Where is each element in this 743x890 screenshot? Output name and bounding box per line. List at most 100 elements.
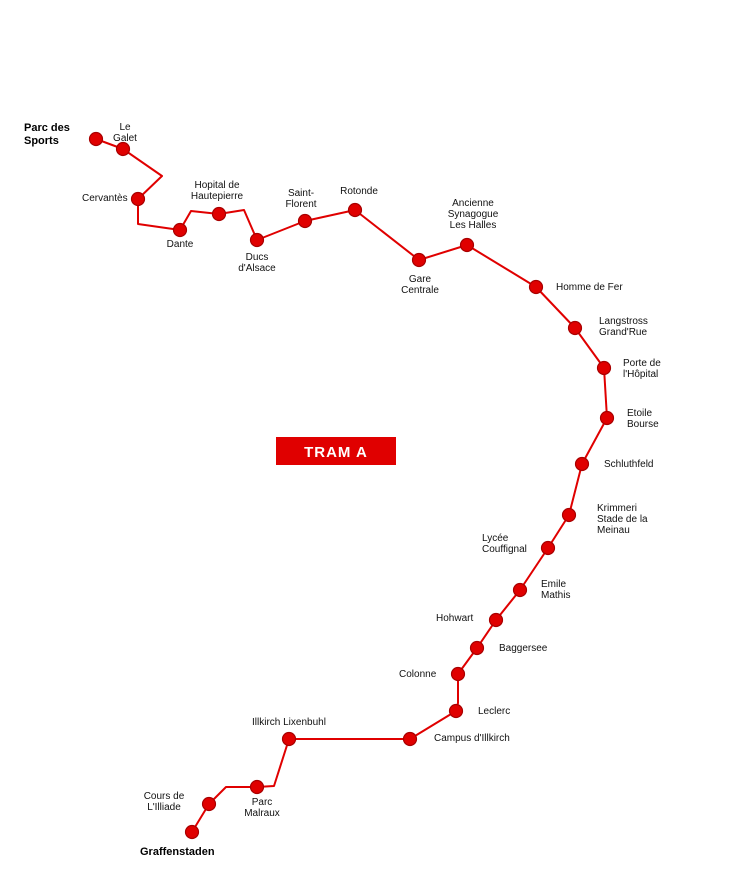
stop-colonne: Colonne <box>399 666 466 682</box>
stop-leclerc: Leclerc <box>448 703 510 719</box>
stop-dante: Dante <box>167 222 194 250</box>
stop-marker-ducs-d-alsace <box>249 232 265 248</box>
stop-label-line: Illkirch Lixenbuhl <box>252 717 326 728</box>
stop-label-line: Ducs <box>246 252 269 263</box>
stop-label-baggersee: Baggersee <box>499 643 548 654</box>
stop-marker-rotonde <box>347 202 363 218</box>
stop-label-line: Couffignal <box>482 544 527 555</box>
stop-marker-baggersee <box>469 640 485 656</box>
stop-marker-langstross <box>567 320 583 336</box>
stop-marker-hopital-de-hautepierre <box>211 206 227 222</box>
stop-marker-colonne <box>450 666 466 682</box>
stop-label-line: Graffenstaden <box>140 846 215 858</box>
stop-label-line: Galet <box>113 133 137 144</box>
stop-marker-etoile-bourse <box>599 410 615 426</box>
stop-label-saint-florent: Saint-Florent <box>285 188 316 210</box>
stop-label-colonne: Colonne <box>399 669 437 680</box>
stop-label-line: Saint- <box>288 188 314 199</box>
stop-label-homme-de-fer: Homme de Fer <box>556 282 623 293</box>
tram-route-line <box>95 138 608 833</box>
stop-label-leclerc: Leclerc <box>478 706 510 717</box>
stop-label-line: Baggersee <box>499 643 548 654</box>
stop-marker-porte-de-l-hopital <box>596 360 612 376</box>
stop-label-dante: Dante <box>167 239 194 250</box>
stop-label-line: Cours de <box>144 791 185 802</box>
stop-hohwart: Hohwart <box>436 612 504 628</box>
stop-label-illkirch-lixenbuhl: Illkirch Lixenbuhl <box>252 717 326 728</box>
stop-label-line: Sports <box>24 135 59 147</box>
stop-marker-schluthfeld <box>574 456 590 472</box>
stop-label-line: Porte de <box>623 358 661 369</box>
stop-label-campus-d-illkirch: Campus d'Illkirch <box>434 733 510 744</box>
stop-marker-parc-malraux <box>249 779 265 795</box>
stop-label-line: Bourse <box>627 419 659 430</box>
stop-baggersee: Baggersee <box>469 640 548 656</box>
stop-label-rotonde: Rotonde <box>340 186 378 197</box>
stop-label-line: Lycée <box>482 533 509 544</box>
stop-label-line: Homme de Fer <box>556 282 623 293</box>
stop-marker-emile-mathis <box>512 582 528 598</box>
stop-marker-ancienne-synagogue <box>459 237 475 253</box>
stop-label-line: Colonne <box>399 669 437 680</box>
stop-label-line: Grand'Rue <box>599 327 647 338</box>
tram-badge-box <box>276 437 396 465</box>
stop-label-line: Hautepierre <box>191 191 244 202</box>
stop-label-line: Parc <box>252 797 273 808</box>
stop-campus-d-illkirch: Campus d'Illkirch <box>402 731 510 747</box>
stop-marker-gare-centrale <box>411 252 427 268</box>
stop-label-line: Le <box>119 122 131 133</box>
tram-badge-label: TRAM A <box>304 444 368 461</box>
stop-label-line: Etoile <box>627 408 652 419</box>
stop-marker-lycee-couffignal <box>540 540 556 556</box>
stop-label-line: Ancienne <box>452 198 494 209</box>
stop-label-line: l'Hôpital <box>623 369 658 380</box>
stop-label-line: Emile <box>541 579 566 590</box>
stop-saint-florent: Saint-Florent <box>285 188 317 229</box>
stop-marker-homme-de-fer <box>528 279 544 295</box>
stop-label-cervantes: Cervantès <box>82 193 128 204</box>
stop-marker-dante <box>172 222 188 238</box>
stop-label-line: Les Halles <box>450 220 497 231</box>
stop-label-line: d'Alsace <box>238 263 276 274</box>
stop-label-line: Stade de la <box>597 514 648 525</box>
tram-line-badge: TRAM A <box>276 437 396 465</box>
stop-marker-graffenstaden <box>184 824 200 840</box>
stop-label-line: Hopital de <box>194 180 239 191</box>
stop-marker-cervantes <box>130 191 146 207</box>
stop-label-line: Malraux <box>244 808 280 819</box>
stop-label-line: Cervantès <box>82 193 128 204</box>
stop-marker-hohwart <box>488 612 504 628</box>
stop-schluthfeld: Schluthfeld <box>574 456 653 472</box>
stop-marker-campus-d-illkirch <box>402 731 418 747</box>
stop-graffenstaden: Graffenstaden <box>140 824 215 858</box>
stop-label-line: Schluthfeld <box>604 459 653 470</box>
stop-marker-illkirch-lixenbuhl <box>281 731 297 747</box>
stop-rotonde: Rotonde <box>340 186 378 218</box>
stop-illkirch-lixenbuhl: Illkirch Lixenbuhl <box>252 717 326 747</box>
